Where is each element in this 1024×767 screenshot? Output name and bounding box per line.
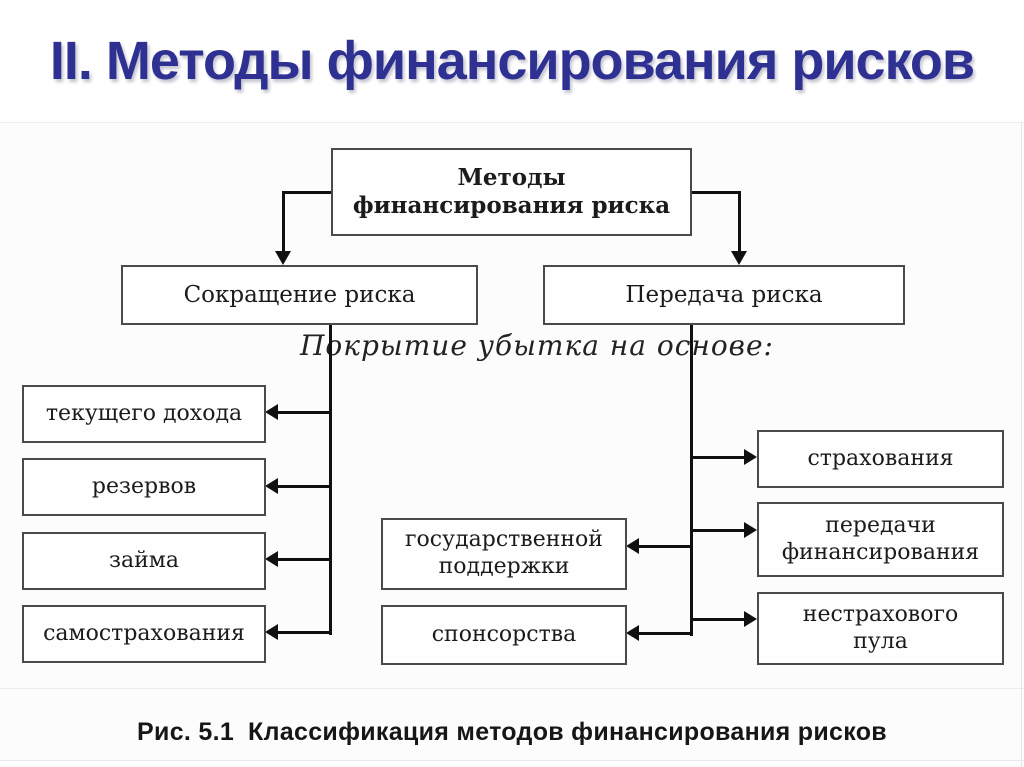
figure-bottom-divider [0, 688, 1024, 689]
arrow-stem-self-insurance [278, 631, 332, 634]
arrowhead-insurance [744, 449, 757, 465]
arrowhead-self-insurance [265, 624, 278, 640]
node-risk-transfer-label: Передача риска [625, 281, 823, 308]
page-right-divider [1021, 122, 1022, 767]
node-self-insurance: самострахования [22, 605, 266, 663]
node-state-support-label: государственной поддержки [405, 527, 603, 579]
node-insurance: страхования [757, 430, 1004, 488]
node-loan: займа [22, 532, 266, 590]
trunk-right [690, 325, 693, 636]
node-state-support: государственной поддержки [381, 518, 627, 590]
coverage-subtitle: Покрытие убытка на основе: [300, 329, 774, 362]
arrow-stem-financing-transfer [692, 529, 745, 532]
arrowhead-down-left-branch [275, 251, 291, 265]
arrowhead-sponsorship [626, 625, 639, 641]
trunk-left [329, 325, 332, 635]
connector-root-right-vertical [738, 191, 741, 252]
node-reserves-label: резервов [91, 473, 197, 499]
node-self-insurance-label: самострахования [43, 620, 245, 646]
node-financing-transfer-label: передачи финансирования [781, 512, 980, 565]
arrowhead-reserves [265, 478, 278, 494]
node-current-income-label: текущего дохода [45, 400, 243, 426]
arrow-stem-sponsorship [639, 632, 692, 635]
title-band: II. Методы финансирования рисков [0, 0, 1024, 123]
node-insurance-label: страхования [807, 445, 954, 471]
node-non-insurance-pool-label: нестрахового пула [802, 601, 959, 654]
connector-root-left-vertical [282, 191, 285, 252]
node-non-insurance-pool: нестрахового пула [757, 592, 1004, 665]
slide-title: II. Методы финансирования рисков [49, 31, 975, 91]
node-risk-transfer: Передача риска [543, 265, 905, 325]
figure-caption: Рис. 5.1 Классификация методов финансиров… [0, 718, 1024, 747]
arrowhead-financing-transfer [744, 522, 757, 538]
arrowhead-loan [265, 551, 278, 567]
node-risk-reduction: Сокращение риска [121, 265, 478, 325]
connector-root-right-horizontal [692, 191, 741, 194]
arrowhead-state-support [626, 538, 639, 554]
node-sponsorship: спонсорства [381, 605, 627, 665]
arrow-stem-reserves [278, 485, 332, 488]
arrow-stem-current-income [278, 411, 332, 414]
node-current-income: текущего дохода [22, 385, 266, 443]
node-reserves: резервов [22, 458, 266, 516]
arrow-stem-state-support [639, 545, 692, 548]
node-loan-label: займа [108, 547, 179, 573]
figure-number: Рис. 5.1 [137, 718, 235, 746]
arrowhead-non-insurance-pool [744, 611, 757, 627]
page-bottom-divider [0, 760, 1024, 761]
arrowhead-current-income [265, 404, 278, 420]
arrow-stem-loan [278, 558, 332, 561]
arrowhead-down-right-branch [731, 251, 747, 265]
node-root: Методы финансирования риска [331, 148, 692, 236]
arrow-stem-insurance [692, 456, 745, 459]
node-sponsorship-label: спонсорства [431, 621, 577, 647]
figure-caption-text: Классификация методов финансирования рис… [248, 718, 887, 746]
node-root-label: Методы финансирования риска [352, 163, 671, 219]
connector-root-left-horizontal [282, 191, 331, 194]
node-risk-reduction-label: Сокращение риска [183, 281, 416, 308]
node-financing-transfer: передачи финансирования [757, 502, 1004, 577]
arrow-stem-non-insurance-pool [692, 618, 745, 621]
